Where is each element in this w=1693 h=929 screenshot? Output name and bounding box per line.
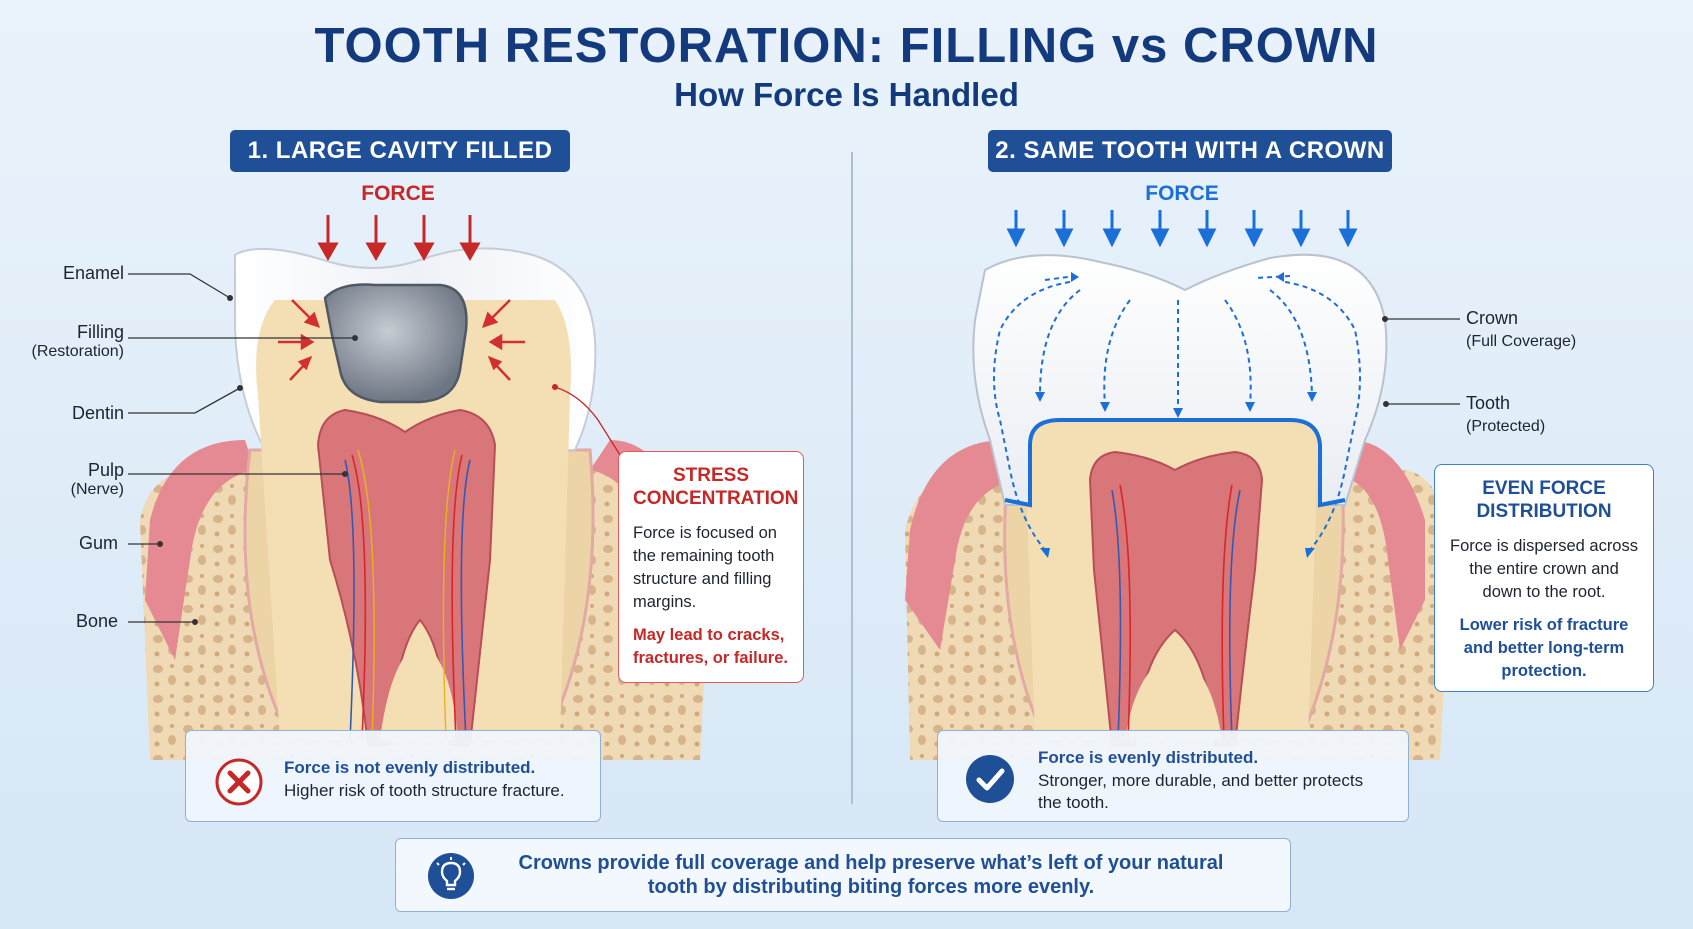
even-force-callout-benefit: Lower risk of fracture and better long-t… (1459, 616, 1629, 680)
label-tooth-sub: (Protected) (1466, 418, 1546, 435)
label-enamel: Enamel (62, 263, 124, 283)
label-filling-title: Filling (76, 322, 124, 342)
footer-tip-box: Crowns provide full coverage and help pr… (395, 838, 1291, 912)
crowned-tooth-illustration (905, 210, 1460, 760)
filling-status-box: Force is not evenly distributed. Higher … (185, 730, 601, 822)
left-panel-header: 1. LARGE CAVITY FILLED (230, 130, 570, 172)
label-tooth: Tooth (Protected) (1466, 393, 1656, 436)
stress-callout-title: STRESS CONCENTRATION (633, 465, 799, 509)
label-crown-title: Crown (1466, 308, 1519, 328)
crown-margin-line (1004, 418, 1346, 508)
gum-left (145, 440, 255, 660)
x-icon (214, 757, 264, 812)
label-crown: Crown (Full Coverage) (1466, 308, 1656, 351)
filling-status-line1: Force is not evenly distributed. (284, 758, 536, 777)
gum-right (905, 440, 1015, 650)
stress-callout-warning: May lead to cracks, fractures, or failur… (633, 626, 788, 667)
label-pulp: Pulp (Nerve) (20, 460, 124, 499)
even-force-callout-title: EVEN FORCE DISTRIBUTION (1476, 478, 1612, 522)
stress-callout-body: Force is focused on the remaining tooth … (633, 524, 777, 611)
right-force-label: FORCE (1145, 182, 1219, 205)
force-distribution-arrows (993, 275, 1361, 551)
force-arrows-red (317, 215, 481, 262)
label-dentin: Dentin (71, 403, 124, 423)
label-bone: Bone (75, 611, 118, 631)
lightbulb-icon (426, 851, 476, 906)
label-crown-sub: (Full Coverage) (1466, 333, 1577, 350)
filling-status-line2: Higher risk of tooth structure fracture. (284, 781, 565, 800)
label-filling: Filling (Restoration) (10, 322, 124, 361)
label-filling-sub: (Restoration) (31, 343, 124, 360)
page-title: TOOTH RESTORATION: FILLING vs CROWN (314, 19, 1379, 73)
force-arrows-blue (1006, 210, 1358, 248)
page-subtitle: How Force Is Handled (674, 76, 1019, 113)
even-force-callout-body: Force is dispersed across the entire cro… (1450, 537, 1638, 601)
stress-arrows (278, 299, 525, 381)
crown-status-box: Force is evenly distributed. Stronger, m… (937, 730, 1409, 822)
label-pulp-sub: (Nerve) (70, 481, 124, 498)
crown-status-line2: Stronger, more durable, and better prote… (1038, 771, 1364, 812)
label-gum: Gum (78, 533, 118, 553)
right-panel-header: 2. SAME TOOTH WITH A CROWN (988, 130, 1392, 172)
crown-status-line1: Force is evenly distributed. (1038, 748, 1259, 767)
filling-material (323, 283, 468, 404)
label-pulp-title: Pulp (87, 460, 124, 480)
panel-divider (851, 152, 853, 804)
checkmark-icon (964, 753, 1016, 810)
label-tooth-title: Tooth (1466, 393, 1511, 413)
stress-concentration-callout: STRESS CONCENTRATION Force is focused on… (618, 451, 804, 683)
even-force-callout: EVEN FORCE DISTRIBUTION Force is dispers… (1434, 464, 1654, 692)
footer-tip-text: Crowns provide full coverage and help pr… (518, 852, 1224, 898)
filled-tooth-illustration (128, 215, 710, 760)
left-force-label: FORCE (361, 182, 435, 205)
